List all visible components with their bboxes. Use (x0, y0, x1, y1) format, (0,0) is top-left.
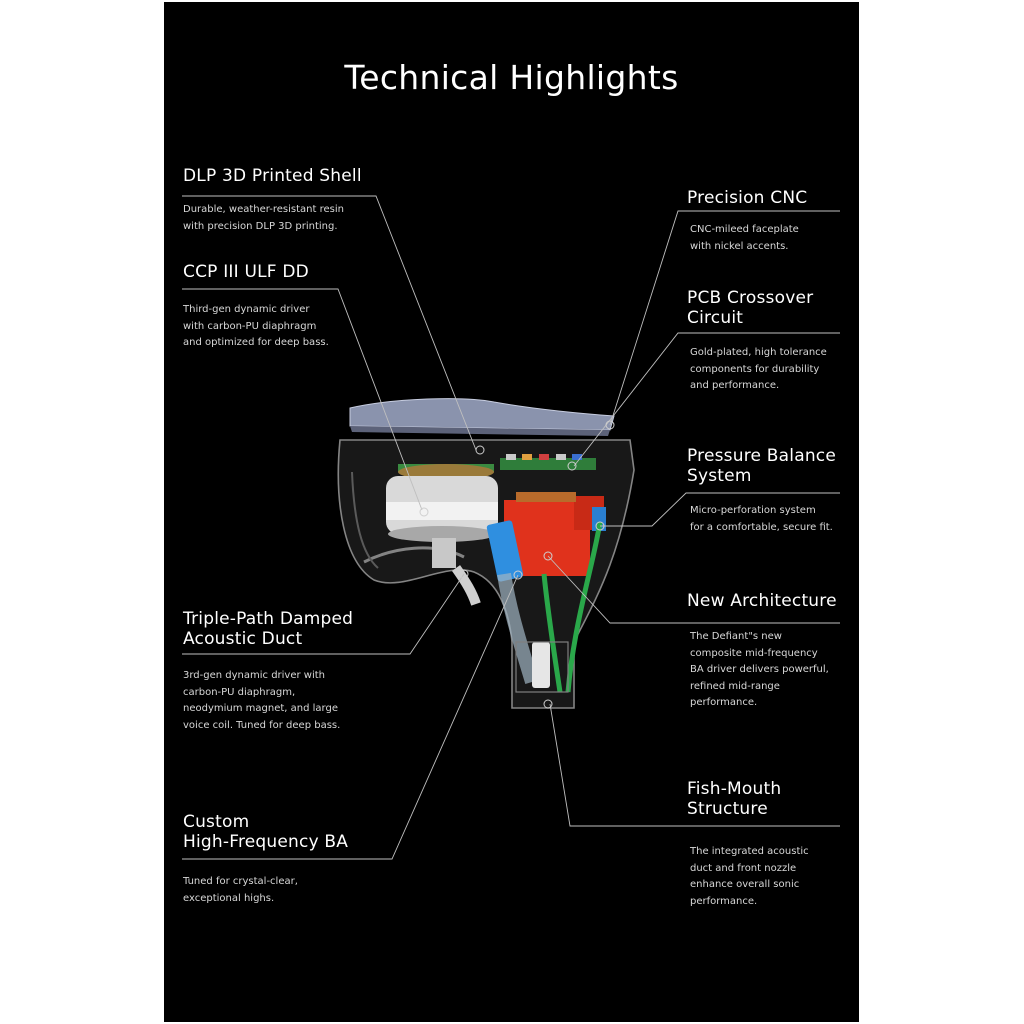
feature-title-fish-mouth: Fish-Mouth Structure (687, 779, 782, 819)
dynamic-driver (386, 464, 498, 568)
feature-desc-fish-mouth: The integrated acoustic duct and front n… (690, 846, 809, 907)
feature-desc-ccp-driver: Third-gen dynamic driver with carbon-PU … (183, 304, 329, 348)
feature-desc-hf-ba: Tuned for crystal-clear, exceptional hig… (183, 876, 298, 904)
feature-desc-pcb: Gold-plated, high tolerance components f… (690, 347, 827, 391)
leader-line-cnc (609, 210, 840, 426)
pcb-crossover-board (500, 454, 596, 470)
earphone-exploded-illustration (182, 195, 840, 860)
feature-desc-acoustic-duct: 3rd-gen dynamic driver with carbon-PU di… (183, 670, 341, 731)
cnc-faceplate (349, 398, 615, 436)
feature-desc-architecture: The Defiant"s new composite mid-frequenc… (690, 631, 829, 708)
feature-desc-dlp-shell: Durable, weather-resistant resin with pr… (183, 204, 344, 232)
leader-dots (419, 420, 615, 709)
feature-title-hf-ba: Custom High-Frequency BA (183, 812, 349, 852)
feature-desc-cnc: CNC-mileed faceplate with nickel accents… (690, 224, 799, 252)
high-frequency-ba-driver (486, 507, 606, 582)
acoustic-tubes (451, 521, 603, 693)
leader-line-architecture (547, 555, 840, 624)
page-title: Technical Highlights (344, 58, 679, 97)
feature-desc-pressure: Micro-perforation system for a comfortab… (690, 505, 833, 533)
feature-title-pcb: PCB Crossover Circuit (687, 288, 814, 328)
feature-title-dlp-shell: DLP 3D Printed Shell (183, 166, 362, 186)
leader-line-ccp-driver (182, 288, 423, 511)
feature-title-architecture: New Architecture (687, 591, 837, 611)
leader-line-pcb (573, 332, 840, 467)
technical-highlights-poster: Technical Highlights DLP 3D Printed Shel… (164, 2, 859, 1022)
feature-title-acoustic-duct: Triple-Path Damped Acoustic Duct (183, 609, 354, 649)
leader-lines (182, 195, 840, 860)
feature-title-ccp-driver: CCP III ULF DD (183, 262, 309, 282)
leader-line-pressure (600, 492, 840, 527)
leader-line-hf-ba (182, 574, 519, 860)
leader-line-acoustic-duct (182, 573, 465, 655)
feature-title-cnc: Precision CNC (687, 188, 808, 208)
leader-line-fish-mouth (549, 703, 840, 827)
leader-line-dlp-shell (182, 195, 477, 451)
feature-title-pressure: Pressure Balance System (687, 446, 836, 486)
